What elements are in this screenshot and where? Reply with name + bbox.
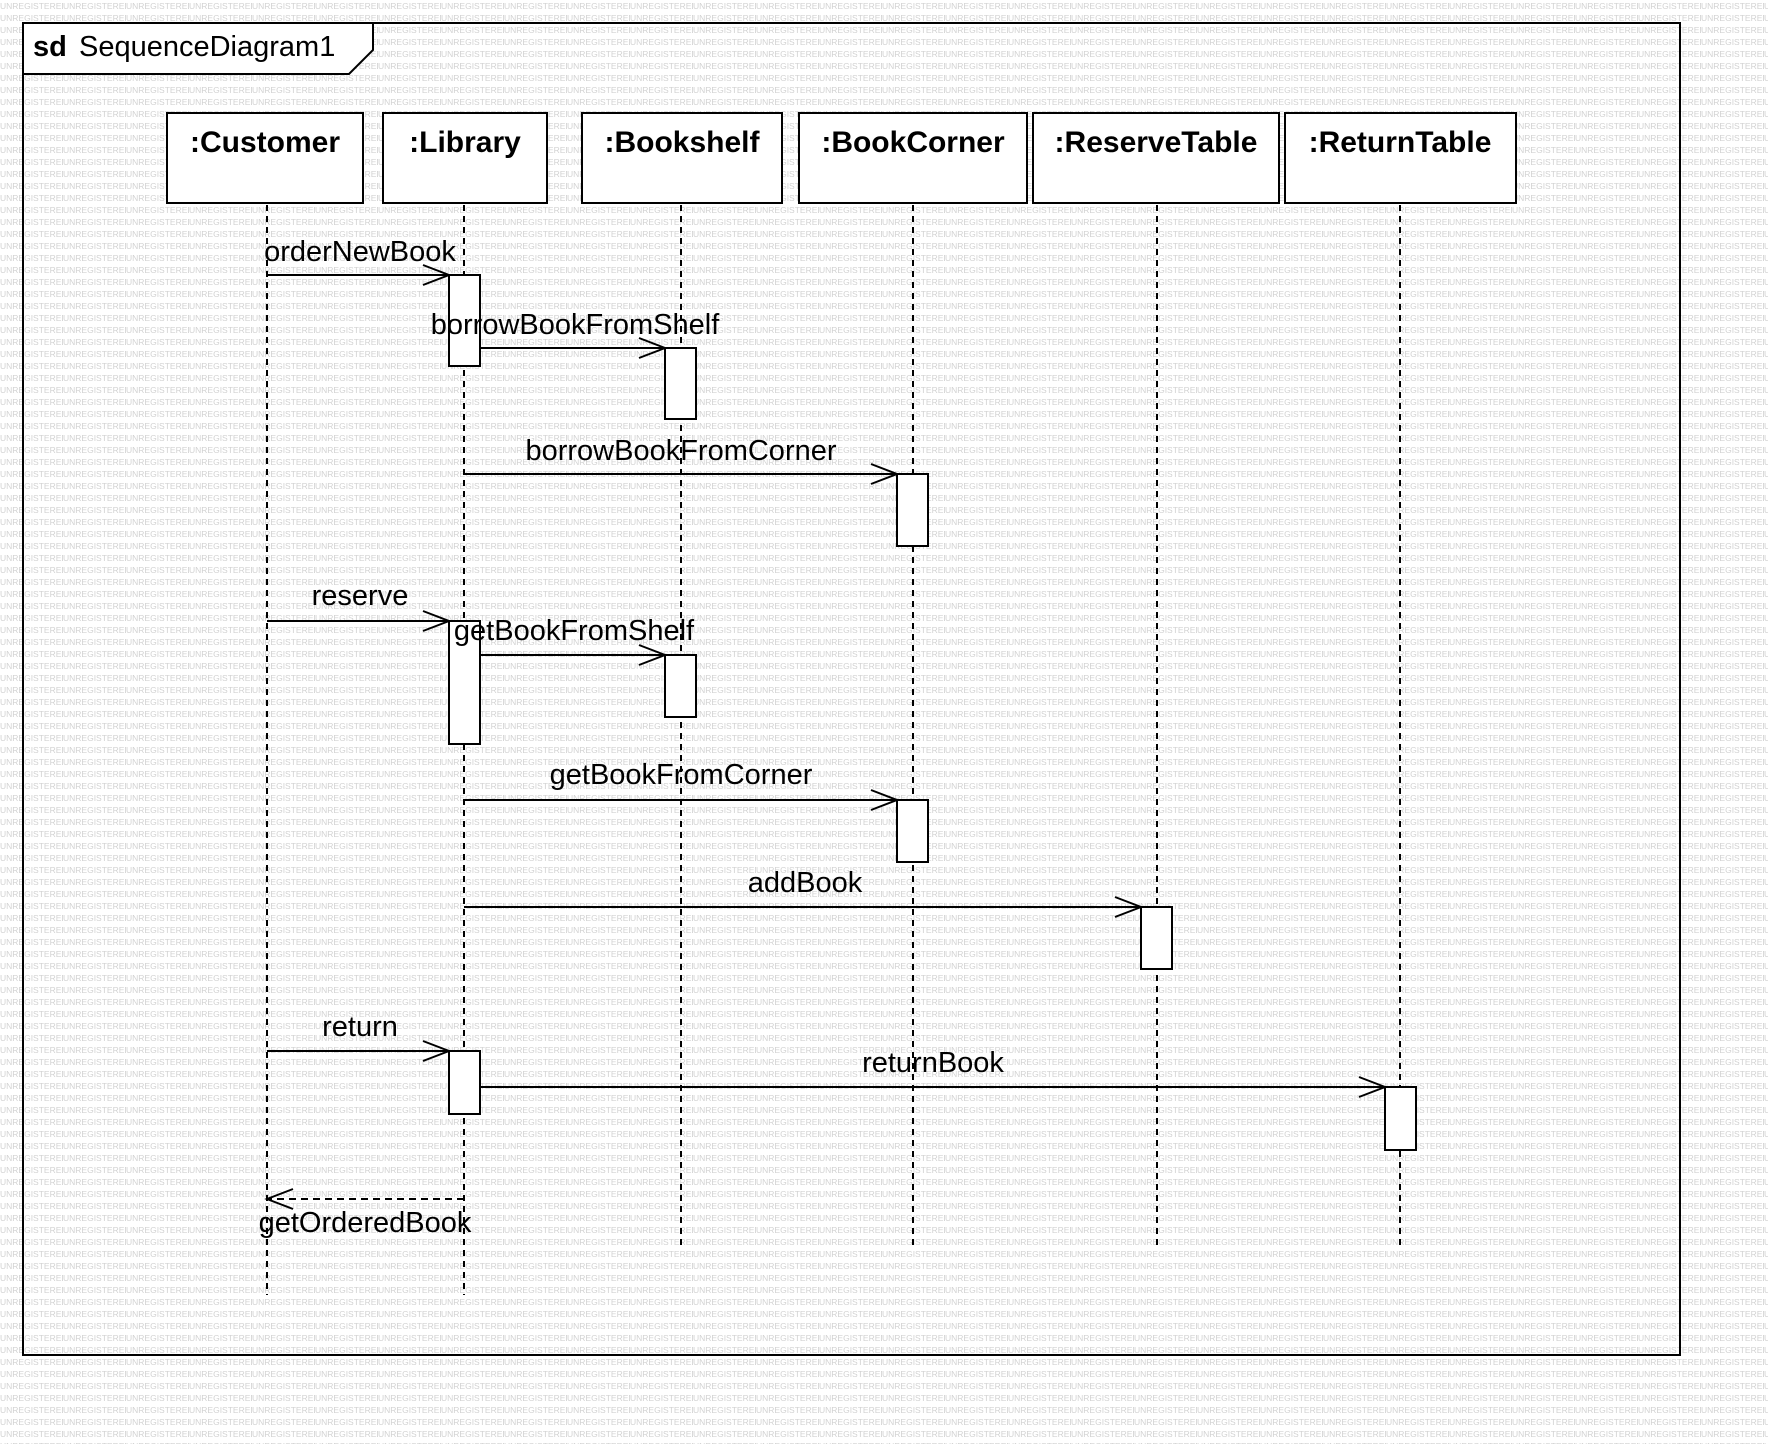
message-addbook-label: addBook: [748, 867, 863, 899]
lifeline-bookshelf-label: :Bookshelf: [604, 126, 760, 159]
activation-reservetable-1: [1140, 906, 1173, 970]
message-ordernewbook-arrowhead: [422, 264, 452, 286]
activation-library-3: [448, 1050, 481, 1115]
lifeline-bookshelf-head: [581, 112, 783, 204]
message-addbook-arrowhead: [1114, 896, 1144, 918]
activation-bookshelf-2: [664, 654, 697, 718]
message-getorderedbook-arrowhead: [264, 1188, 294, 1210]
lifeline-library-label: :Library: [409, 126, 521, 159]
lifeline-reservetable-head: [1032, 112, 1280, 204]
frame-title: SequenceDiagram1: [79, 31, 335, 63]
message-ordernewbook-label: orderNewBook: [264, 236, 456, 268]
lifeline-returntable-label: :ReturnTable: [1309, 126, 1492, 159]
lifeline-bookcorner-head: [798, 112, 1028, 204]
lifeline-returntable-head: [1284, 112, 1517, 204]
activation-bookshelf-1: [664, 347, 697, 420]
activation-bookcorner-2: [896, 799, 929, 863]
activation-library-1: [448, 274, 481, 367]
activation-library-2: [448, 620, 481, 745]
message-reserve-label: reserve: [312, 580, 409, 612]
message-getbookfromcorner-label: getBookFromCorner: [550, 759, 813, 791]
message-borrowbookfromshelf-label: borrowBookFromShelf: [431, 309, 720, 341]
message-getbookfromshelf-arrowhead: [638, 644, 668, 666]
diagram-frame: [22, 22, 1681, 1356]
message-reserve-arrowhead: [422, 610, 452, 632]
lifeline-bookcorner-label: :BookCorner: [821, 126, 1005, 159]
activation-bookcorner-1: [896, 473, 929, 547]
lifeline-library-head: [382, 112, 548, 204]
message-getbookfromcorner-arrowhead: [870, 789, 900, 811]
frame-keyword: sd: [33, 31, 67, 63]
frame-tab: [22, 22, 374, 75]
lifeline-customer-head: [166, 112, 364, 204]
activation-returntable-1: [1384, 1086, 1417, 1151]
lifeline-customer-label: :Customer: [190, 126, 340, 159]
message-borrowbookfromcorner-label: borrowBookFromCorner: [525, 435, 836, 467]
message-return-label: return: [322, 1011, 398, 1043]
lifeline-reservetable-label: :ReserveTable: [1055, 126, 1258, 159]
message-borrowbookfromcorner-arrowhead: [870, 463, 900, 485]
message-getorderedbook-label: getOrderedBook: [259, 1207, 472, 1239]
message-borrowbookfromshelf-arrowhead: [638, 337, 668, 359]
message-returnbook-label: returnBook: [862, 1047, 1004, 1079]
message-returnbook-arrowhead: [1358, 1076, 1388, 1098]
message-return-arrowhead: [422, 1040, 452, 1062]
message-getbookfromshelf-label: getBookFromShelf: [454, 615, 695, 647]
